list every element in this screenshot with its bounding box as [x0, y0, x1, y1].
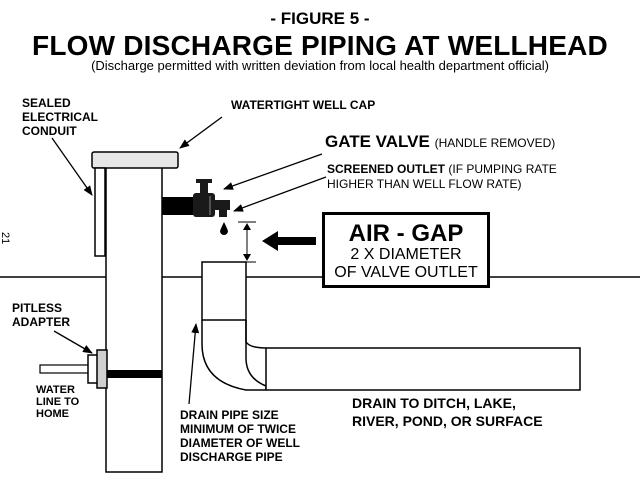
figure-label: - FIGURE 5 -: [270, 9, 370, 28]
electrical-conduit: [94, 167, 106, 257]
label-pitless-adapter: PITLESS ADAPTER: [12, 301, 71, 329]
arrow-screened-outlet: [233, 176, 327, 212]
label-drain-pipe-size: DRAIN PIPE SIZE MINIMUM OF TWICE DIAMETE…: [180, 408, 300, 464]
well-cap: [91, 151, 179, 169]
diagram-subtitle: (Discharge permitted with written deviat…: [91, 58, 549, 73]
air-gap-line-2: OF VALVE OUTLET: [334, 264, 478, 281]
label-sealed-conduit: SEALED ELECTRICAL CONDUIT: [22, 96, 98, 138]
arrow-conduit: [51, 137, 93, 196]
label-gate-valve: GATE VALVE (HANDLE REMOVED): [325, 132, 556, 151]
arrow-gate-valve: [223, 153, 323, 190]
drain-pipe: [201, 261, 581, 391]
label-well-cap: WATERTIGHT WELL CAP: [231, 98, 376, 112]
air-gap-box: AIR - GAP 2 X DIAMETER OF VALVE OUTLET: [322, 212, 490, 288]
water-line: [39, 349, 162, 389]
gate-valve: [193, 179, 230, 217]
diagram-title: FLOW DISCHARGE PIPING AT WELLHEAD: [32, 30, 608, 61]
arrow-pitless: [53, 330, 93, 354]
label-water-line: WATER LINE TO HOME: [36, 384, 80, 420]
water-drop: [220, 222, 228, 235]
discharge-pipe: [162, 197, 194, 215]
label-screened-outlet: SCREENED OUTLET (IF PUMPING RATE HIGHER …: [327, 162, 557, 191]
arrow-drain-size: [188, 323, 200, 405]
well-casing: [105, 159, 163, 473]
arrow-well-cap: [179, 116, 223, 149]
air-gap-arrow: [262, 231, 316, 251]
label-drain-to: DRAIN TO DITCH, LAKE, RIVER, POND, OR SU…: [352, 395, 543, 429]
air-gap-title: AIR - GAP: [348, 220, 464, 247]
air-gap-line-1: 2 X DIAMETER: [350, 246, 462, 263]
